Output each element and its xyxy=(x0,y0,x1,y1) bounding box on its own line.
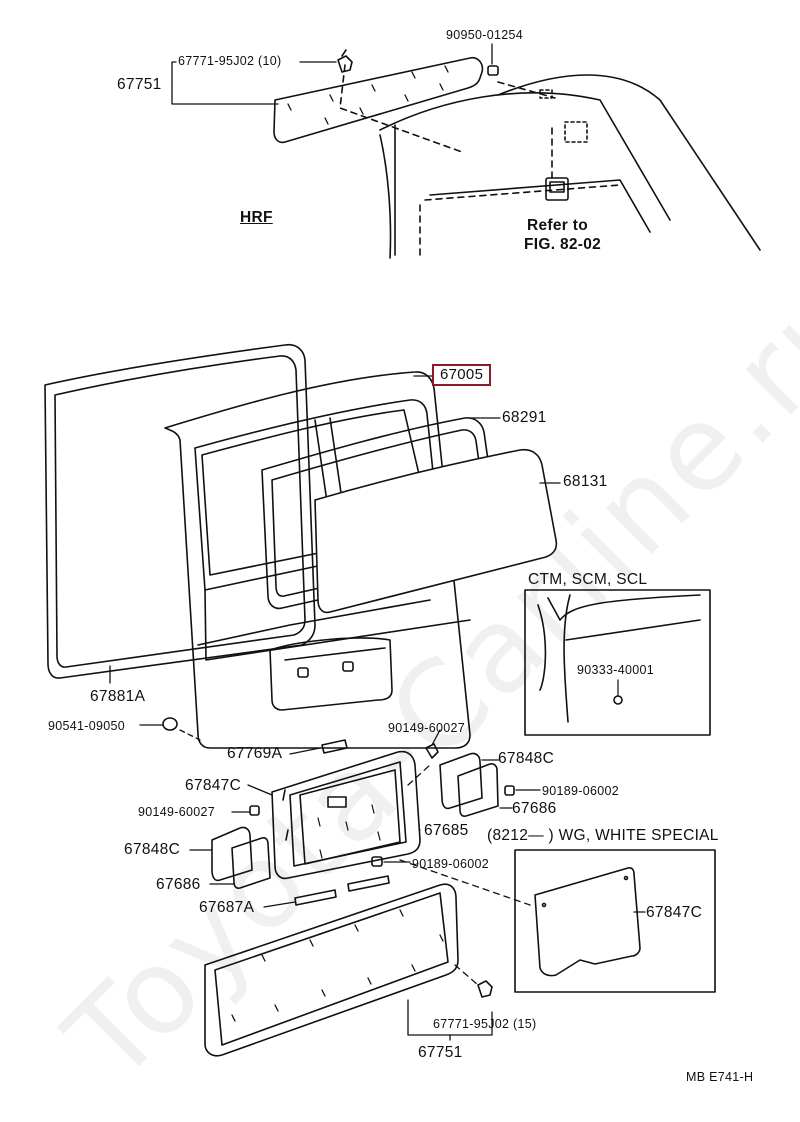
label-67771-top: 67771-95J02 (10) xyxy=(178,54,282,68)
lower-dashed-lines xyxy=(399,764,531,986)
label-90541: 90541-09050 xyxy=(48,719,125,733)
label-90333: 90333-40001 xyxy=(577,663,654,677)
opening-dashed-lines xyxy=(339,64,621,261)
label-67847c-left: 67847C xyxy=(185,777,242,794)
part-67847c-left xyxy=(271,750,421,880)
label-68291: 68291 xyxy=(502,409,547,426)
refer-to-line1: Refer to xyxy=(527,217,588,234)
clip-90189-mid xyxy=(371,856,383,867)
leaders-middle xyxy=(109,375,561,741)
section-code: HRF xyxy=(240,209,273,226)
label-67751-bottom: 67751 xyxy=(418,1044,463,1061)
part-67751-bottom xyxy=(204,883,459,1057)
high-mount-stop-lamp xyxy=(545,177,569,201)
roof-opening-outline xyxy=(379,74,761,259)
part-67881a-weatherstrip xyxy=(44,343,316,679)
inset-ctm-box xyxy=(524,589,711,736)
label-67686-left: 67686 xyxy=(156,876,201,893)
label-67847c-inset: 67847C xyxy=(646,904,703,921)
label-67848c-left: 67848C xyxy=(124,841,181,858)
label-67005-highlighted[interactable]: 67005 xyxy=(432,364,492,386)
clip-67771-top xyxy=(337,49,353,73)
part-67848c-left xyxy=(211,826,253,882)
wg-white-special-note: (8212— ) WG, WHITE SPECIAL xyxy=(487,827,719,844)
label-67881a: 67881A xyxy=(90,688,146,705)
leaders-lower xyxy=(189,729,646,1041)
part-67769a xyxy=(321,739,348,754)
part-67847c-inset-cover xyxy=(514,849,716,993)
part-67687a xyxy=(294,875,390,906)
clip-90149-left xyxy=(249,805,260,816)
clip-90189-right xyxy=(504,785,515,796)
license-recess xyxy=(269,637,393,711)
label-67685: 67685 xyxy=(424,822,469,839)
clip-90541 xyxy=(162,717,178,731)
label-67686-right: 67686 xyxy=(512,800,557,817)
label-67751-top: 67751 xyxy=(117,76,162,93)
label-67848c-right: 67848C xyxy=(498,750,555,767)
label-90950: 90950-01254 xyxy=(446,28,523,42)
part-67686-right xyxy=(457,763,499,817)
part-67686-left xyxy=(231,837,271,889)
clip-90950 xyxy=(487,65,499,76)
part-67848c-right xyxy=(439,752,483,810)
refer-to-line2: FIG. 82-02 xyxy=(524,236,602,253)
part-67685-plate xyxy=(299,769,401,865)
clip-90149-right xyxy=(425,743,439,759)
figure-id: MB E741-H xyxy=(686,1070,754,1084)
part-68291-weatherstrip xyxy=(261,417,502,610)
stop-lamp-bracket-outline xyxy=(564,121,588,143)
label-67687a: 67687A xyxy=(199,899,255,916)
label-90189-right: 90189-06002 xyxy=(542,784,619,798)
label-90189-mid: 90189-06002 xyxy=(412,857,489,871)
part-67751-top xyxy=(273,56,484,144)
leaders-top xyxy=(171,43,493,105)
clip-67771-bottom xyxy=(477,980,493,998)
label-68131: 68131 xyxy=(563,473,608,490)
inset-title: CTM, SCM, SCL xyxy=(528,571,648,588)
label-90149-right: 90149-60027 xyxy=(388,721,465,735)
label-67769a: 67769A xyxy=(227,745,283,762)
part-68131-glass xyxy=(314,448,558,614)
label-90149-left: 90149-60027 xyxy=(138,805,215,819)
label-67771-bottom: 67771-95J02 (15) xyxy=(433,1017,537,1031)
